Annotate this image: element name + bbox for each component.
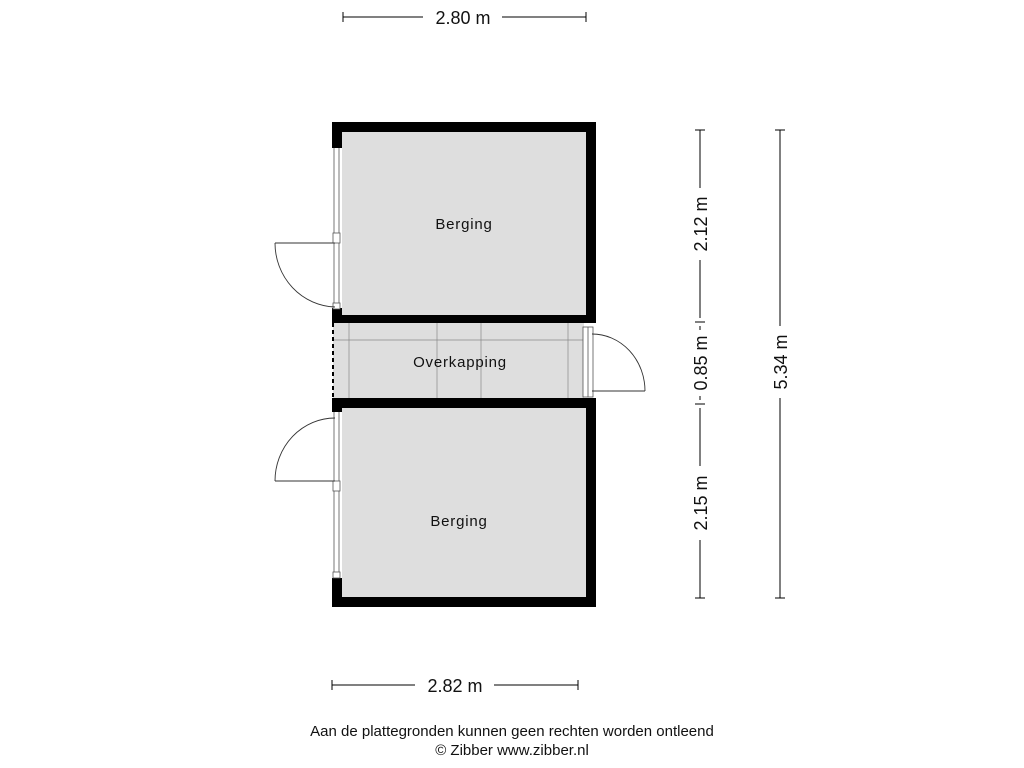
room-label: Berging xyxy=(430,513,487,530)
dimension-segment-2: 0.85 m xyxy=(691,335,711,390)
window xyxy=(331,412,342,578)
window xyxy=(331,148,342,308)
disclaimer: Aan de plattegronden kunnen geen rechten… xyxy=(310,723,714,740)
room-label: Berging xyxy=(435,216,492,233)
dimension-total-depth: 5.34 m xyxy=(771,334,791,389)
dimension-segment-3: 2.15 m xyxy=(691,475,711,530)
room-berging-top xyxy=(274,122,596,323)
door-swing xyxy=(274,417,336,482)
door-swing xyxy=(274,242,336,308)
dimension-bottom-width: 2.82 m xyxy=(427,676,482,696)
dimension-segment-1: 2.12 m xyxy=(691,196,711,251)
dimension-top-width: 2.80 m xyxy=(435,8,490,28)
room-overkapping xyxy=(332,323,646,398)
dimension-lines xyxy=(331,12,785,690)
room-label: Overkapping xyxy=(413,354,507,371)
door-swing xyxy=(591,333,646,392)
copyright: © Zibber www.zibber.nl xyxy=(435,742,589,759)
room-berging-bottom xyxy=(274,398,596,607)
